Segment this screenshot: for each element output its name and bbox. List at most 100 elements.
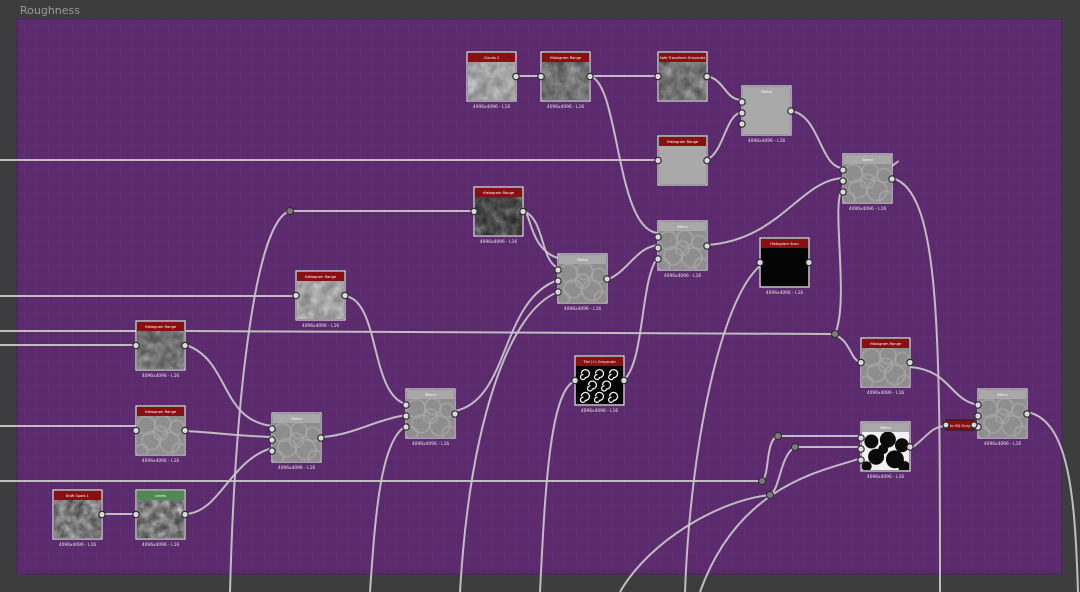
- input-socket[interactable]: [292, 291, 300, 300]
- input-socket[interactable]: [654, 255, 662, 263]
- node-thumbnail: [297, 281, 344, 319]
- output-socket[interactable]: [181, 341, 189, 350]
- input-socket[interactable]: [402, 423, 410, 431]
- output-socket[interactable]: [451, 410, 459, 418]
- input-socket[interactable]: [571, 376, 579, 385]
- input-socket[interactable]: [857, 358, 865, 367]
- output-socket[interactable]: [519, 207, 527, 216]
- input-socket[interactable]: [839, 166, 847, 174]
- input-socket[interactable]: [756, 258, 764, 267]
- input-socket[interactable]: [402, 401, 410, 409]
- node-thumbnail: [743, 96, 790, 134]
- reroute-dots: [286, 207, 839, 499]
- output-socket[interactable]: [1023, 410, 1031, 418]
- input-socket[interactable]: [268, 436, 276, 444]
- output-socket[interactable]: [906, 358, 914, 367]
- input-socket[interactable]: [268, 425, 276, 433]
- reroute-dot[interactable]: [774, 432, 782, 440]
- node-thumbnail: [979, 399, 1026, 437]
- node-resolution: 4096x4096 - L16: [302, 323, 340, 329]
- output-socket[interactable]: [703, 242, 711, 250]
- node-title: Blend: [880, 426, 890, 430]
- node-thumbnail: [137, 331, 184, 369]
- reroute-dot[interactable]: [791, 443, 799, 451]
- input-socket[interactable]: [839, 177, 847, 185]
- output-socket[interactable]: [703, 156, 711, 165]
- input-socket[interactable]: [537, 72, 545, 81]
- node-blend-8[interactable]: Blend 4096x4096 - L16: [857, 421, 914, 480]
- input-socket[interactable]: [857, 456, 865, 464]
- input-socket[interactable]: [132, 510, 140, 519]
- node-resolution: 4096x4096 - L16: [547, 104, 585, 110]
- input-socket[interactable]: [654, 233, 662, 241]
- node-title: Blend: [677, 225, 687, 229]
- node-title: Histogram Range: [145, 410, 177, 414]
- node-resolution: 4096x4096 - L16: [480, 239, 518, 245]
- output-socket[interactable]: [703, 72, 711, 81]
- output-socket[interactable]: [317, 434, 325, 442]
- reroute-dot[interactable]: [758, 477, 766, 485]
- input-socket[interactable]: [738, 98, 746, 106]
- output-socket[interactable]: [181, 426, 189, 435]
- output-socket[interactable]: [620, 376, 628, 385]
- input-socket[interactable]: [554, 266, 562, 274]
- input-socket[interactable]: [974, 412, 982, 420]
- output-socket[interactable]: [181, 510, 189, 519]
- input-socket[interactable]: [974, 401, 982, 409]
- node-header: [273, 414, 320, 423]
- node-header: [297, 272, 344, 281]
- node-histogram-range-4[interactable]: Histogram Range 4096x4096 - L16: [292, 270, 349, 329]
- input-socket[interactable]: [268, 447, 276, 455]
- output-socket[interactable]: [512, 72, 520, 81]
- output-socket[interactable]: [787, 107, 795, 115]
- to-hq-grayscale-node[interactable]: to HQ Grays...: [942, 419, 978, 431]
- input-socket[interactable]: [554, 288, 562, 296]
- reroute-dot[interactable]: [286, 207, 294, 215]
- output-socket[interactable]: [341, 291, 349, 300]
- input-socket[interactable]: [132, 426, 140, 435]
- input-socket[interactable]: [132, 341, 140, 350]
- input-socket[interactable]: [738, 109, 746, 117]
- input-socket[interactable]: [839, 188, 847, 196]
- node-histogram-range-2[interactable]: Histogram Range: [654, 135, 711, 186]
- input-socket[interactable]: [738, 120, 746, 128]
- output-socket[interactable]: [586, 72, 594, 81]
- input-socket[interactable]: [857, 434, 865, 442]
- input-socket[interactable]: [654, 156, 662, 165]
- output-socket[interactable]: [805, 258, 813, 267]
- node-safe-transform-grayscale[interactable]: Safe Transform Grayscale: [654, 51, 711, 102]
- output-socket[interactable]: [98, 510, 106, 519]
- reroute-dot[interactable]: [831, 330, 839, 338]
- input-socket[interactable]: [402, 412, 410, 420]
- node-resolution: 4096x4096 - L16: [867, 474, 905, 480]
- output-socket[interactable]: [888, 175, 896, 183]
- input-socket[interactable]: [654, 72, 662, 81]
- input-socket[interactable]: [470, 207, 478, 216]
- output-socket[interactable]: [906, 443, 914, 451]
- input-socket[interactable]: [654, 244, 662, 252]
- reroute-dot[interactable]: [766, 491, 774, 499]
- to-hq-node-title: to HQ Grays...: [950, 424, 975, 428]
- input-socket[interactable]: [554, 277, 562, 285]
- input-socket[interactable]: [857, 445, 865, 453]
- node-title: Histogram Range: [305, 275, 337, 279]
- output-socket[interactable]: [603, 275, 611, 283]
